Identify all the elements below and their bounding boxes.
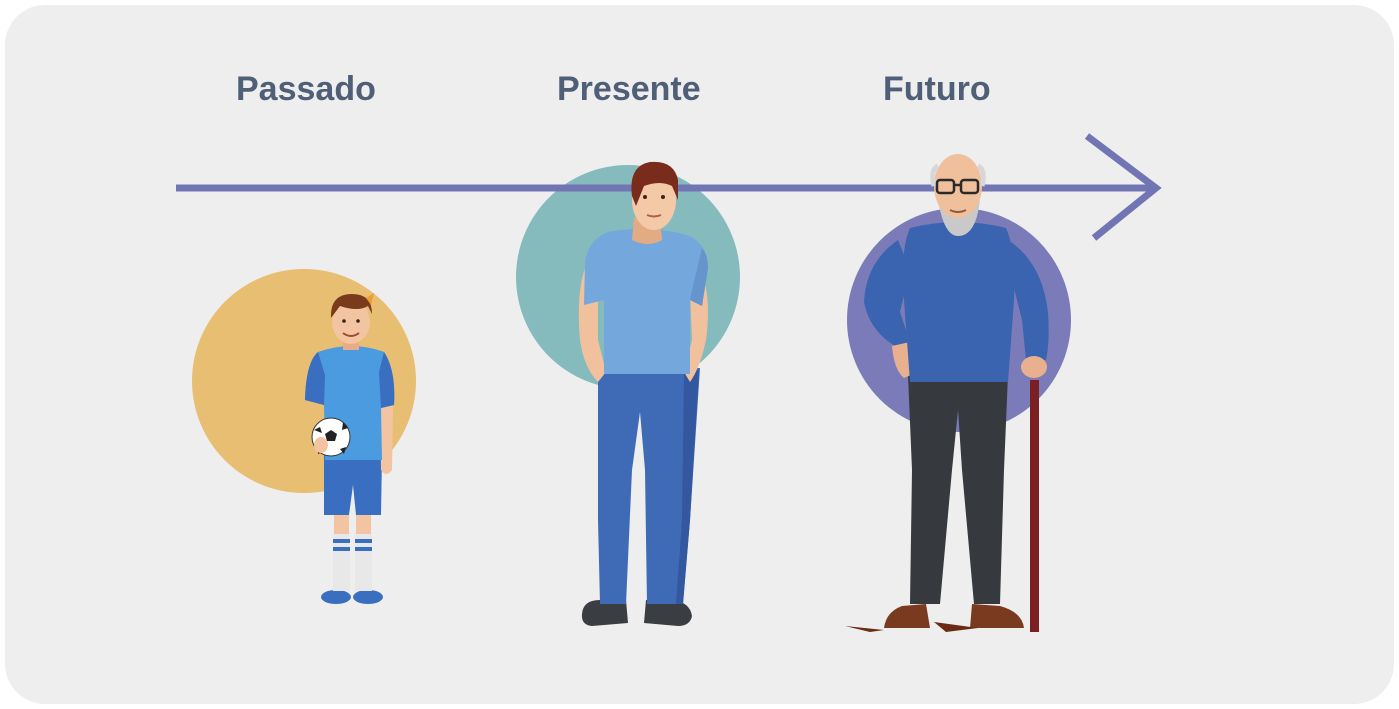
label-past: Passado — [236, 70, 376, 108]
boy-with-soccer-ball-icon — [305, 293, 395, 604]
elderly-man-with-cane-icon — [845, 154, 1049, 632]
label-future: Futuro — [883, 70, 991, 108]
label-present: Presente — [557, 70, 701, 108]
young-man-icon — [578, 161, 708, 626]
